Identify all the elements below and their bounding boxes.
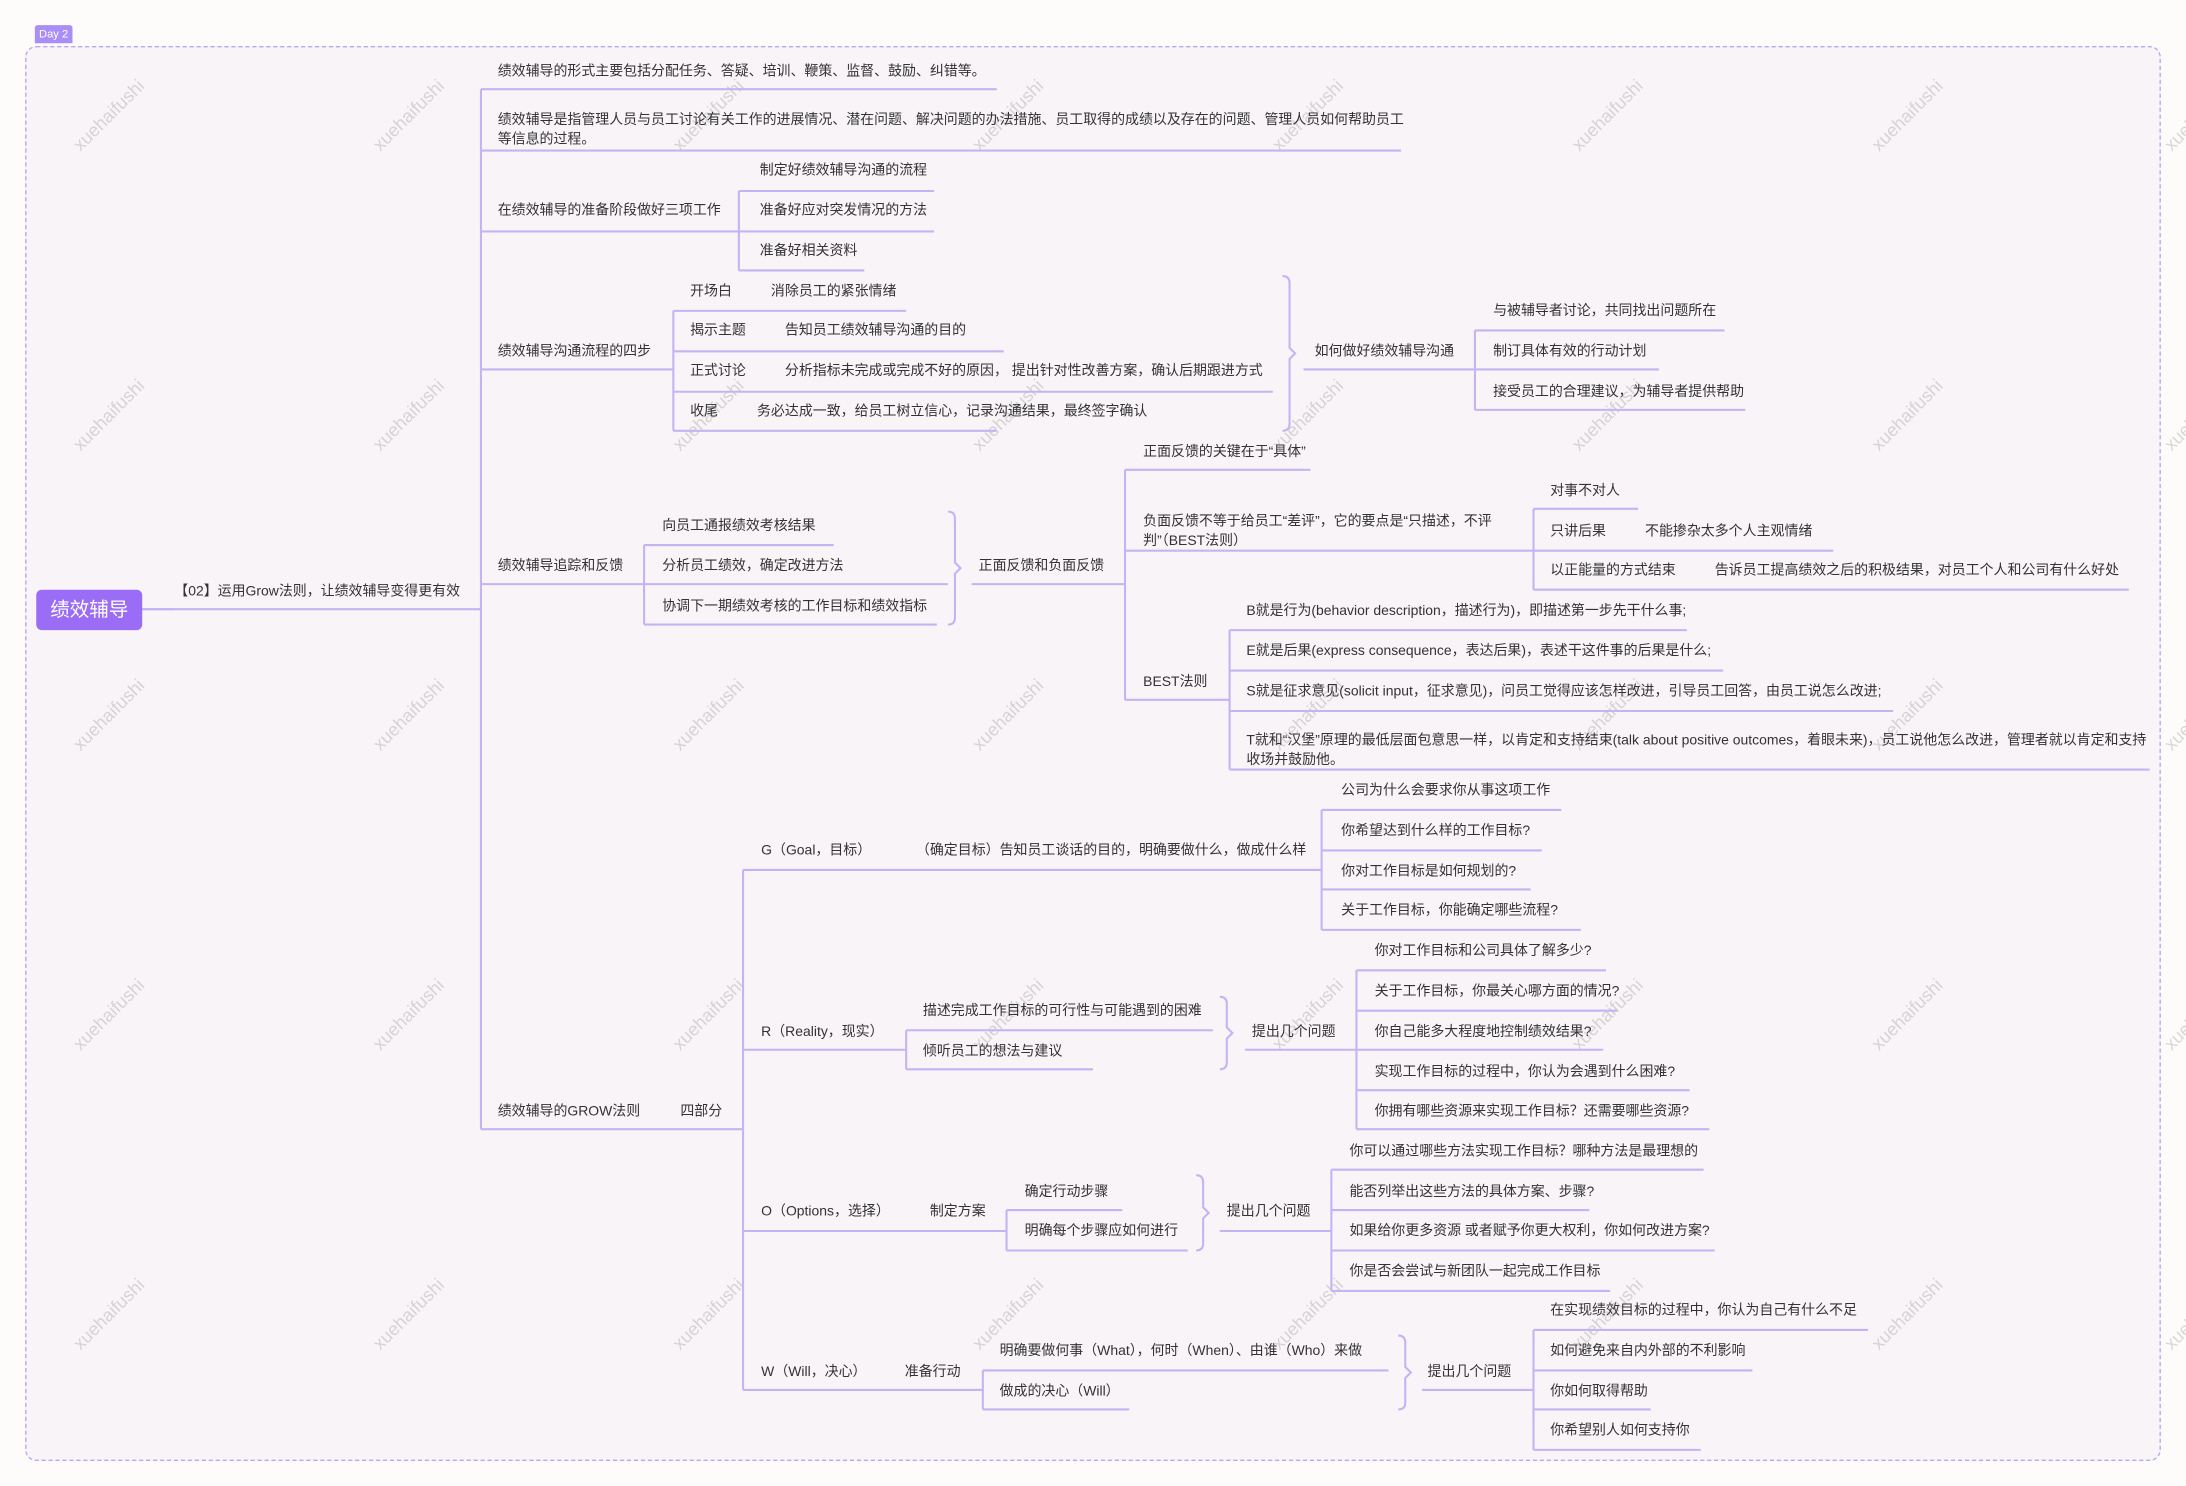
best-item[interactable]: E就是后果(express consequence，表达后果)，表述干这件事的后… (1246, 644, 1712, 660)
negative-feedback[interactable]: 负面反馈不等于给员工“差评”，它的要点是“只描述，不评判”（BEST法则） (1143, 514, 1492, 550)
summary-brace (1398, 1334, 1413, 1411)
question[interactable]: 你对工作目标是如何规划的? (1341, 864, 1517, 880)
step-detail[interactable]: 务必达成一致，给员工树立信心，记录沟通结果，最终签字确认 (756, 404, 1148, 420)
step-detail[interactable]: 分析指标未完成或完成不好的原因， 提出针对性改善方案，确认后期跟进方式 (784, 363, 1263, 380)
summary-brace (1282, 274, 1297, 432)
topic-definition[interactable]: 绩效辅导是指管理人员与员工讨论有关工作的进展情况、潜在问题、解决问题的办法措施、… (497, 112, 1404, 148)
question[interactable]: 关于工作目标，你最关心哪方面的情况? (1374, 984, 1620, 1000)
step-detail[interactable]: 消除员工的紧张情绪 (770, 284, 897, 300)
question[interactable]: 你对工作目标和公司具体了解多少? (1374, 943, 1592, 960)
sheet-frame (25, 46, 2161, 1462)
grow-r-item[interactable]: 描述完成工作目标的可行性与可能遇到的困难 (922, 1003, 1202, 1020)
step-name[interactable]: 收尾 (690, 404, 718, 420)
topic-feedback[interactable]: 正面反馈和负面反馈 (978, 559, 1105, 575)
question[interactable]: 你拥有哪些资源来实现工作目标？还需要哪些资源? (1374, 1104, 1690, 1120)
topic-best[interactable]: BEST法则 (1143, 674, 1208, 691)
step-name[interactable]: 揭示主题 (690, 323, 746, 339)
sheet-tag[interactable]: Day 2 (34, 25, 73, 44)
grow-w[interactable]: W（Will，决心） (761, 1364, 867, 1381)
grow-g[interactable]: G（Goal，目标） (761, 843, 872, 859)
grow-o-item[interactable]: 确定行动步骤 (1024, 1184, 1109, 1201)
step-name[interactable]: 正式讨论 (690, 363, 746, 380)
main-branch-topic[interactable]: 【02】运用Grow法则，让绩效辅导变得更有效 (174, 584, 461, 600)
grow-r[interactable]: R（Reality，现实） (761, 1024, 884, 1040)
grow-note[interactable]: 四部分 (680, 1104, 723, 1120)
prep-item[interactable]: 准备好应对突发情况的方法 (759, 203, 928, 219)
how-item[interactable]: 与被辅导者讨论，共同找出问题所在 (1493, 303, 1717, 320)
negative-rule[interactable]: 对事不对人 (1550, 483, 1620, 500)
negative-rule[interactable]: 只讲后果 (1550, 524, 1607, 540)
question[interactable]: 你自己能多大程度地控制绩效结果? (1374, 1024, 1592, 1040)
grow-o-note[interactable]: 制定方案 (929, 1204, 986, 1220)
question[interactable]: 你如何取得帮助 (1550, 1384, 1648, 1400)
question[interactable]: 如果给你更多资源 或者赋予你更大权利，你如何改进方案? (1349, 1224, 1710, 1240)
topic-forms[interactable]: 绩效辅导的形式主要包括分配任务、答疑、培训、鞭策、监督、鼓励、纠错等。 (497, 64, 986, 80)
grow-o[interactable]: O（Options，选择） (761, 1204, 890, 1220)
summary-brace (1219, 995, 1234, 1071)
track-item[interactable]: 协调下一期绩效考核的工作目标和绩效指标 (662, 599, 928, 615)
step-name[interactable]: 开场白 (690, 284, 732, 300)
question[interactable]: 实现工作目标的过程中，你认为会遇到什么困难? (1374, 1065, 1676, 1081)
grow-o-item[interactable]: 明确每个步骤应如何进行 (1024, 1224, 1179, 1240)
question[interactable]: 你是否会尝试与新团队一起完成工作目标 (1349, 1264, 1601, 1280)
best-item[interactable]: B就是行为(behavior description，描述行为)，即描述第一步先… (1246, 603, 1687, 619)
question[interactable]: 能否列举出这些方法的具体方案、步骤? (1349, 1184, 1595, 1201)
ask-questions[interactable]: 提出几个问题 (1251, 1024, 1336, 1040)
topic-how[interactable]: 如何做好绩效辅导沟通 (1314, 344, 1455, 360)
track-item[interactable]: 分析员工绩效，确定改进方法 (662, 559, 844, 575)
question[interactable]: 你可以通过哪些方法实现工作目标？哪种方法是最理想的 (1349, 1144, 1699, 1160)
grow-g-desc[interactable]: （确定目标）告知员工谈话的目的，明确要做什么，做成什么样 (915, 843, 1307, 859)
question[interactable]: 你希望别人如何支持你 (1550, 1423, 1690, 1439)
question[interactable]: 如何避免来自内外部的不利影响 (1550, 1343, 1746, 1360)
topic-steps[interactable]: 绩效辅导沟通流程的四步 (497, 344, 652, 360)
grow-w-item[interactable]: 明确要做何事（What），何时（When）、由谁（Who）来做 (999, 1343, 1363, 1360)
grow-r-item[interactable]: 倾听员工的想法与建议 (922, 1044, 1063, 1060)
track-item[interactable]: 向员工通报绩效考核结果 (662, 518, 816, 534)
question[interactable]: 关于工作目标，你能确定哪些流程? (1341, 903, 1558, 919)
summary-brace (1196, 1174, 1211, 1252)
grow-w-note[interactable]: 准备行动 (904, 1364, 961, 1381)
question[interactable]: 公司为什么会要求你从事这项工作 (1341, 783, 1551, 799)
topic-grow[interactable]: 绩效辅导的GROW法则 (497, 1104, 641, 1120)
positive-feedback[interactable]: 正面反馈的关键在于“具体” (1143, 444, 1306, 461)
how-item[interactable]: 接受员工的合理建议，为辅导者提供帮助 (1493, 384, 1745, 401)
topic-prep[interactable]: 在绩效辅导的准备阶段做好三项工作 (497, 203, 721, 219)
ask-questions[interactable]: 提出几个问题 (1427, 1364, 1512, 1381)
negative-rule-detail[interactable]: 告诉员工提高绩效之后的积极结果，对员工个人和公司有什么好处 (1714, 563, 2120, 579)
prep-item[interactable]: 准备好相关资料 (759, 243, 858, 260)
negative-rule[interactable]: 以正能量的方式结束 (1550, 563, 1676, 579)
best-item[interactable]: T就和“汉堡”原理的最低层面包意思一样，以肯定和支持结束(talk about … (1246, 733, 2147, 769)
ask-questions[interactable]: 提出几个问题 (1226, 1204, 1311, 1220)
grow-w-item[interactable]: 做成的决心（Will） (999, 1384, 1120, 1400)
prep-item[interactable]: 制定好绩效辅导沟通的流程 (759, 163, 928, 179)
step-detail[interactable]: 告知员工绩效辅导沟通的目的 (784, 323, 967, 339)
question[interactable]: 在实现绩效目标的过程中，你认为自己有什么不足 (1550, 1303, 1857, 1319)
root-topic[interactable]: 绩效辅导 (36, 589, 143, 631)
question[interactable]: 你希望达到什么样的工作目标? (1341, 823, 1531, 840)
negative-rule-detail[interactable]: 不能掺杂太多个人主观情绪 (1645, 524, 1813, 540)
topic-track[interactable]: 绩效辅导追踪和反馈 (497, 559, 624, 575)
how-item[interactable]: 制订具体有效的行动计划 (1493, 344, 1647, 360)
best-item[interactable]: S就是征求意见(solicit input，征求意见)，问员工觉得应该怎样改进，… (1246, 684, 1882, 700)
summary-brace (947, 510, 963, 626)
